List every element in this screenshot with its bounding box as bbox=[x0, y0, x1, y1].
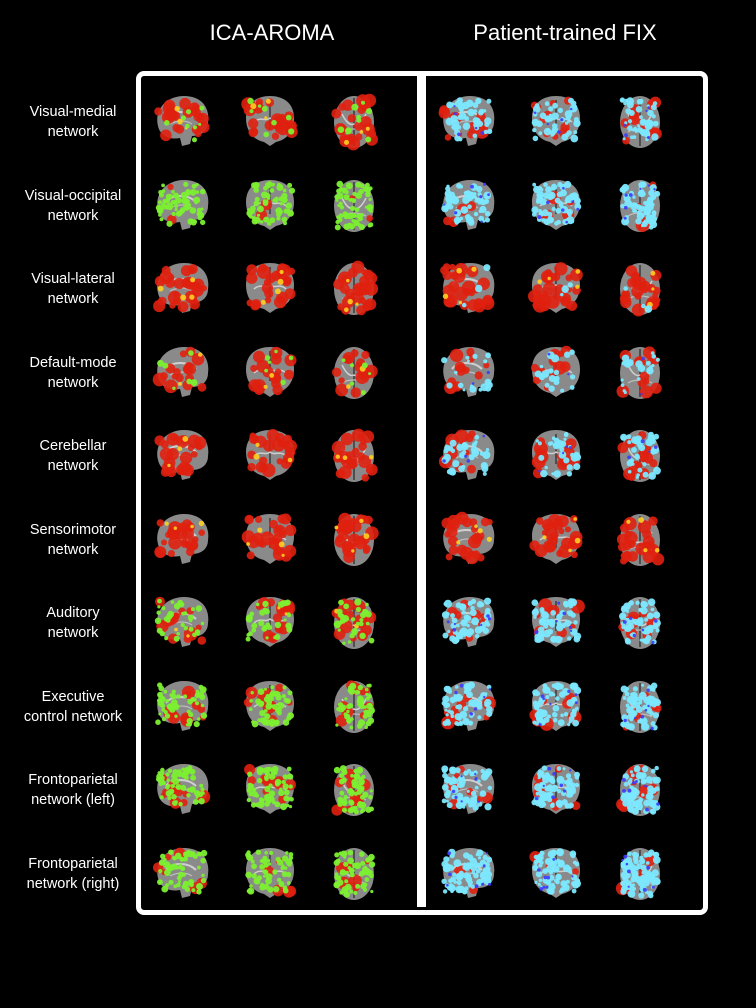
brain-slice-cor bbox=[246, 346, 297, 397]
brain-slice-cor bbox=[241, 513, 297, 564]
row-label-line: network bbox=[47, 291, 99, 307]
brain-slice-sag bbox=[152, 847, 209, 898]
column-title-patient-trained-fix: Patient-trained FIX bbox=[473, 20, 657, 45]
row-label-line: Frontoparietal bbox=[28, 855, 118, 872]
row-label-line: network bbox=[47, 625, 99, 641]
brain-slice-ax bbox=[331, 764, 374, 816]
row-label-line: network (left) bbox=[31, 792, 115, 808]
row-label-line: network (right) bbox=[26, 875, 120, 892]
brain-slice-sag bbox=[154, 513, 209, 564]
brain-slice-ax bbox=[619, 96, 662, 148]
brain-slice-ax bbox=[331, 346, 378, 399]
row-label-line: Sensorimotor bbox=[29, 521, 117, 538]
brain-slice-cor bbox=[531, 597, 585, 647]
row-label-line: network bbox=[47, 458, 99, 474]
row-label-line: Cerebellar bbox=[39, 438, 107, 454]
row-label-line: Auditory bbox=[46, 605, 100, 621]
brain-slice-ax bbox=[331, 428, 378, 482]
brain-slice-ax bbox=[619, 179, 661, 232]
brain-slice-cor bbox=[246, 429, 297, 480]
brain-slice-ax bbox=[331, 93, 378, 151]
brain-slice-ax bbox=[615, 847, 661, 900]
brain-slice-sag bbox=[154, 430, 209, 480]
brain-slice-sag bbox=[154, 96, 210, 146]
row-label: Visual-medial network bbox=[8, 102, 138, 142]
brain-slice-ax bbox=[331, 597, 377, 649]
brain-slice-ax bbox=[619, 263, 662, 317]
brain-slice-ax bbox=[334, 512, 379, 566]
brain-slice-sag bbox=[441, 511, 495, 564]
brain-slice-sag bbox=[152, 346, 209, 397]
row-label-line: Default-mode bbox=[29, 354, 117, 371]
ica-aroma-panel bbox=[142, 76, 412, 906]
brain-slice-cor bbox=[246, 179, 296, 230]
brain-slice-sag bbox=[438, 96, 495, 146]
brain-slice-cor bbox=[243, 680, 294, 731]
brain-slice-ax bbox=[334, 679, 375, 733]
brain-slice-cor bbox=[246, 263, 296, 313]
row-label-line: network bbox=[47, 124, 99, 140]
brain-slice-ax bbox=[334, 179, 374, 232]
brain-slice-sag bbox=[156, 764, 211, 814]
brain-slice-cor bbox=[529, 513, 583, 564]
row-label: Default-mode network bbox=[8, 353, 138, 393]
brain-slice-ax bbox=[618, 597, 661, 649]
row-label-line: Executive bbox=[41, 688, 105, 705]
brain-slice-sag bbox=[441, 764, 495, 814]
brain-slice-ax bbox=[616, 513, 665, 566]
brain-slice-sag bbox=[155, 680, 209, 731]
row-label: Frontoparietal network (right) bbox=[8, 854, 138, 894]
brain-slice-sag bbox=[441, 179, 495, 230]
row-label-line: Frontoparietal bbox=[28, 772, 118, 788]
column-title-ica-aroma: ICA-AROMA bbox=[209, 20, 335, 45]
brain-slice-cor bbox=[529, 680, 582, 731]
brain-slice-cor bbox=[245, 847, 297, 898]
brain-slice-cor bbox=[531, 764, 581, 814]
brain-slice-ax bbox=[333, 847, 376, 900]
brain-slice-sag bbox=[441, 597, 495, 647]
brain-slice-sag bbox=[438, 429, 495, 480]
row-label: Frontoparietal network (left) bbox=[8, 770, 138, 810]
row-label-line: Visual-medial bbox=[29, 104, 117, 120]
brain-slice-ax bbox=[333, 260, 379, 316]
brain-slice-cor bbox=[528, 262, 583, 313]
row-label: Visual-occipital network bbox=[8, 186, 138, 226]
brain-slice-sag bbox=[440, 262, 495, 313]
row-label: Cerebellar network bbox=[8, 436, 138, 476]
row-label-line: Visual-lateral bbox=[31, 271, 115, 287]
brain-slice-cor bbox=[531, 430, 582, 480]
brain-slice-cor bbox=[530, 96, 581, 146]
row-label: Visual-lateral network bbox=[8, 269, 138, 309]
brain-slice-sag bbox=[153, 263, 209, 313]
brain-slice-sag bbox=[155, 179, 209, 230]
brain-slice-sag bbox=[441, 346, 495, 397]
brain-slice-cor bbox=[529, 847, 581, 898]
patient-trained-fix-panel bbox=[428, 76, 698, 906]
brain-slice-ax bbox=[616, 345, 662, 399]
brain-slice-cor bbox=[241, 96, 298, 146]
row-label-line: Visual-occipital bbox=[24, 187, 122, 204]
row-label: Sensorimotor network bbox=[8, 520, 138, 560]
brain-slice-cor bbox=[245, 597, 295, 647]
brain-slice-ax bbox=[616, 764, 661, 816]
brain-slice-ax bbox=[617, 430, 661, 482]
row-label-line: control network bbox=[23, 708, 123, 725]
row-label: Auditory network bbox=[8, 603, 138, 643]
brain-slice-cor bbox=[531, 179, 582, 230]
brain-slice-sag bbox=[154, 596, 209, 647]
row-label-line: network bbox=[47, 374, 99, 391]
brain-slice-cor bbox=[244, 764, 296, 814]
brain-slice-sag bbox=[441, 847, 495, 898]
row-label-line: network bbox=[47, 541, 99, 558]
brain-slice-ax bbox=[620, 680, 662, 733]
row-label-line: network bbox=[47, 207, 99, 224]
brain-slice-sag bbox=[441, 680, 496, 731]
column-divider bbox=[417, 73, 426, 907]
brain-slice-cor bbox=[530, 345, 580, 397]
row-label: Executive control network bbox=[8, 687, 138, 727]
